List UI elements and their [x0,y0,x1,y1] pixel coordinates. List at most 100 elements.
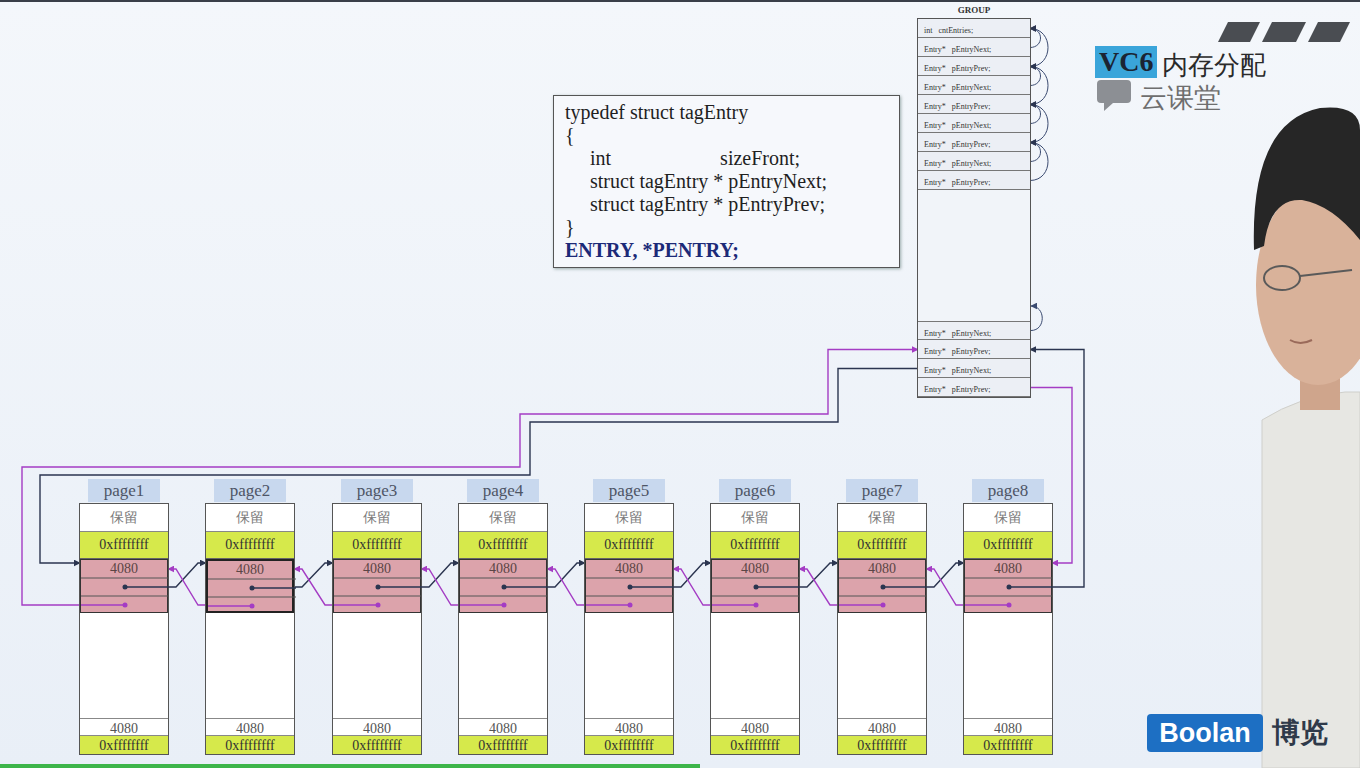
field-row: Entry* pEntryPrev; [918,95,1030,114]
entry-block: 4080 [333,559,421,613]
field-row: Entry* pEntryNext; [918,321,1030,340]
self-loop [1030,143,1048,181]
page-title: page1 [88,479,160,502]
cell-label: 0xffffffff [604,737,654,755]
pointer-link [926,569,964,605]
self-loop [1030,67,1048,105]
pointer-link [168,569,206,605]
person-shirt [1262,392,1360,768]
page-column: page7保留0xffffffff408040800xffffffff [837,503,927,755]
pointer-dot [123,585,128,590]
group-table: GROUPint cntEntries;Entry* pEntryNext;En… [917,18,1031,398]
row-divider [712,578,800,579]
field-row: int cntEntries; [918,19,1030,38]
field-row: Entry* pEntryNext; [918,114,1030,133]
group-title: GROUP [918,4,1030,16]
pointer-line [586,604,630,605]
code-line: struct tagEntry * pEntryPrev; [565,193,825,216]
field-row: Entry* pEntryNext; [918,152,1030,171]
marker-cell: 0xffffffff [206,736,294,754]
field-label: Entry* pEntryNext; [924,41,991,59]
pointer-dot [754,585,759,590]
cell-label: 保留 [236,504,264,531]
cell-label: 0xffffffff [857,532,907,558]
self-loop [1030,105,1048,143]
page-title: page7 [846,479,918,502]
row-divider [586,578,674,579]
pointer-dot [1007,585,1012,590]
cell-label: 0xffffffff [604,532,654,558]
pointer-link [799,563,838,587]
pointer-link [673,569,711,605]
pointer-dot [376,603,381,608]
size-cell: 4080 [333,718,421,736]
reserved-cell: 保留 [585,504,673,532]
marker-cell: 0xffffffff [838,736,926,754]
reserved-cell: 保留 [459,504,547,532]
entry-block: 4080 [80,559,168,613]
logo-bar [1218,22,1260,42]
pointer-line [334,604,378,605]
row-divider [965,596,1053,597]
size-cell: 4080 [711,718,799,736]
self-loop [1030,29,1048,67]
pointer-dot [250,604,255,609]
cell-label: 0xffffffff [99,737,149,755]
pointer-dot [502,603,507,608]
marker-cell: 0xffffffff [838,532,926,559]
marker-cell: 0xffffffff [80,736,168,754]
pointer-line [125,586,169,587]
marker-cell: 0xffffffff [459,736,547,754]
pointer-line [712,604,756,605]
pointer-dot [1007,603,1012,608]
pointer-line [378,586,422,587]
reserved-cell: 保留 [711,504,799,532]
chat-icon [1097,80,1131,103]
reserved-cell: 保留 [80,504,168,532]
code-line: struct tagEntry * pEntryNext; [565,170,827,193]
cell-label: 保留 [994,504,1022,531]
cell-label: 0xffffffff [730,532,780,558]
page-column: page5保留0xffffffff408040800xffffffff [584,503,674,755]
field-label: Entry* pEntryNext; [924,79,991,97]
cell-label: 4080 [110,721,138,737]
size-cell: 4080 [206,718,294,736]
chat-icon-tail [1104,103,1113,111]
row-divider [208,579,296,580]
row-divider [81,596,169,597]
pointer-link [294,569,333,605]
pointer-line [208,605,252,606]
page-title: page8 [972,479,1044,502]
watermark-brand: 云课堂 [1140,82,1221,114]
logo-bar [1308,22,1350,42]
page-title: page6 [719,479,791,502]
pointer-link [168,563,206,587]
pointer-dot [628,603,633,608]
row-divider [81,578,169,579]
pointer-link [421,569,459,605]
pointer-line [965,604,1009,605]
logo-bar [1262,22,1306,42]
code-line: typedef struct tagEntry [565,101,748,124]
field-row: Entry* pEntryPrev; [918,133,1030,152]
field-label: Entry* pEntryPrev; [924,60,990,78]
marker-cell: 0xffffffff [333,736,421,754]
row-divider [334,596,422,597]
cell-label: 4080 [81,560,167,578]
cell-label: 保留 [615,504,643,531]
marker-cell: 0xffffffff [459,532,547,559]
cell-label: 4080 [586,560,672,578]
page-title: page4 [467,479,539,502]
pointer-dot [881,603,886,608]
row-divider [460,578,548,579]
cell-label: 4080 [208,561,292,579]
field-label: Entry* pEntryPrev; [924,381,990,399]
pointer-dot [754,603,759,608]
self-loop [1031,306,1042,331]
entry-block: 4080 [459,559,547,613]
progress-bar [0,764,700,768]
size-cell: 4080 [459,718,547,736]
watermark-logo: VC6 [1095,46,1157,78]
reserved-cell: 保留 [333,504,421,532]
pointer-link [799,569,838,605]
